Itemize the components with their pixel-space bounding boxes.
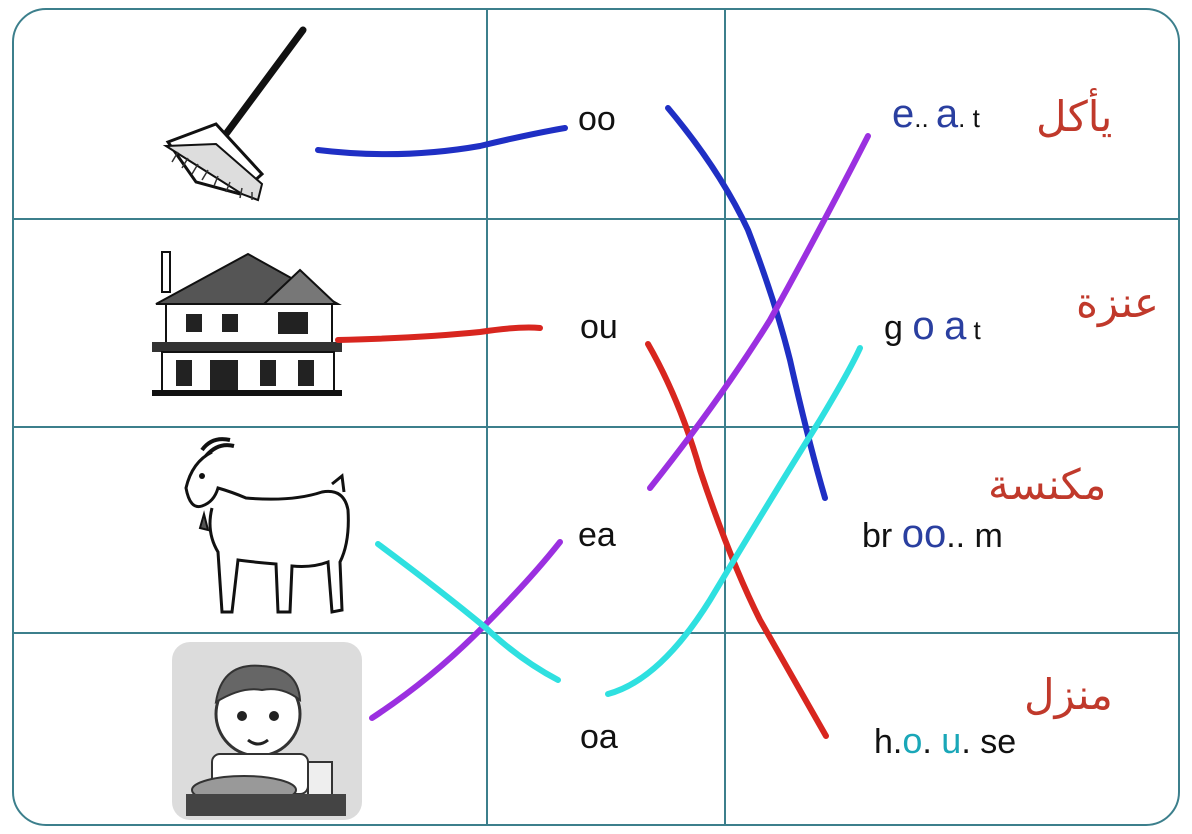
arabic-broom: مكنسة [988, 460, 1107, 509]
column-divider-2 [724, 10, 726, 824]
boy-eating-icon [172, 642, 362, 820]
match-line-ea-eat [647, 133, 871, 491]
goat-icon [184, 437, 350, 614]
row-divider-3 [14, 632, 1178, 634]
match-line-broom-oo [315, 125, 568, 158]
word-house-letter-1: o [902, 720, 923, 761]
arabic-goat: عنزة [1076, 278, 1159, 327]
word-eat-letter-2: a [935, 92, 959, 136]
row-divider-1 [14, 218, 1178, 220]
word-goat: g o a t [884, 304, 981, 348]
pattern-ea: ea [578, 516, 616, 554]
pattern-oo: oo [578, 100, 616, 138]
match-line-oa-goat [605, 345, 863, 697]
word-house: h.o. u. se [874, 720, 1017, 761]
word-broom-letter-1: o [901, 512, 924, 556]
match-line-ou-house [645, 341, 829, 739]
arabic-eat: يأكل [1036, 92, 1113, 141]
row-divider-2 [14, 426, 1178, 428]
word-broom-letter-2: o [923, 512, 947, 556]
word-goat-letter-1: o [912, 304, 935, 348]
match-line-house-ou [335, 324, 543, 343]
broom-icon [162, 26, 307, 202]
column-divider-1 [486, 10, 488, 824]
word-eat: e.. a. t [892, 92, 980, 136]
arabic-house: منزل [1024, 670, 1113, 719]
match-line-oo-broom [665, 105, 828, 501]
house-icon [152, 251, 342, 396]
pattern-ou: ou [580, 308, 618, 346]
word-house-letter-2: u [941, 720, 962, 761]
word-eat-letter-1: e [892, 92, 915, 136]
match-line-goat-oa [375, 541, 561, 683]
word-goat-letter-2: a [944, 304, 967, 348]
match-line-boy-ea [369, 539, 563, 721]
word-broom: br oo.. m [862, 512, 1003, 556]
pattern-oa: oa [580, 718, 618, 756]
